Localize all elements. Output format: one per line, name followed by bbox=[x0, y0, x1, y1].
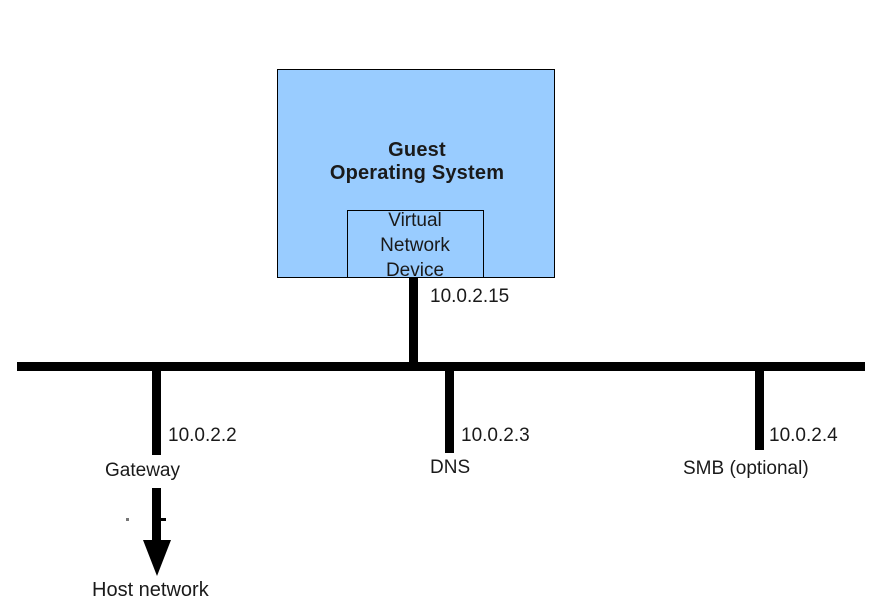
virtual-network-device-box: Virtual Network Device bbox=[346, 209, 484, 281]
smb-ip-label: 10.0.2.4 bbox=[769, 425, 838, 446]
host-network-label: Host network bbox=[92, 579, 209, 601]
vnd-label-line3: Device bbox=[385, 259, 445, 281]
down-arrow-icon bbox=[143, 540, 171, 576]
gateway-label: Gateway bbox=[105, 460, 180, 481]
virtual-network-device-label: Virtual Network Device bbox=[348, 208, 483, 283]
dns-ip-label: 10.0.2.3 bbox=[461, 425, 530, 446]
guest-os-box: Guest Operating System Virtual Network D… bbox=[277, 69, 556, 281]
vnd-label-line1: Virtual bbox=[388, 209, 442, 231]
network-bus-line bbox=[17, 362, 865, 371]
stray-dot-mark bbox=[126, 518, 129, 521]
vnd-label-line2: Network bbox=[380, 234, 450, 256]
guest-ip-label: 10.0.2.15 bbox=[430, 286, 510, 307]
guest-os-title: Guest Operating System bbox=[278, 139, 556, 185]
dns-label: DNS bbox=[430, 457, 471, 478]
smb-label: SMB (optional) bbox=[683, 458, 809, 479]
guest-connector-line bbox=[409, 278, 418, 371]
guest-os-title-line1: Guest bbox=[388, 139, 446, 161]
host-network-arrow-shaft bbox=[152, 488, 161, 545]
gateway-stub-line bbox=[152, 371, 161, 455]
gateway-ip-label: 10.0.2.2 bbox=[168, 425, 237, 446]
dns-stub-line bbox=[445, 371, 454, 453]
guest-os-title-line2: Operating System bbox=[329, 162, 505, 184]
smb-stub-line bbox=[755, 371, 764, 450]
stray-tick-mark bbox=[158, 518, 166, 521]
